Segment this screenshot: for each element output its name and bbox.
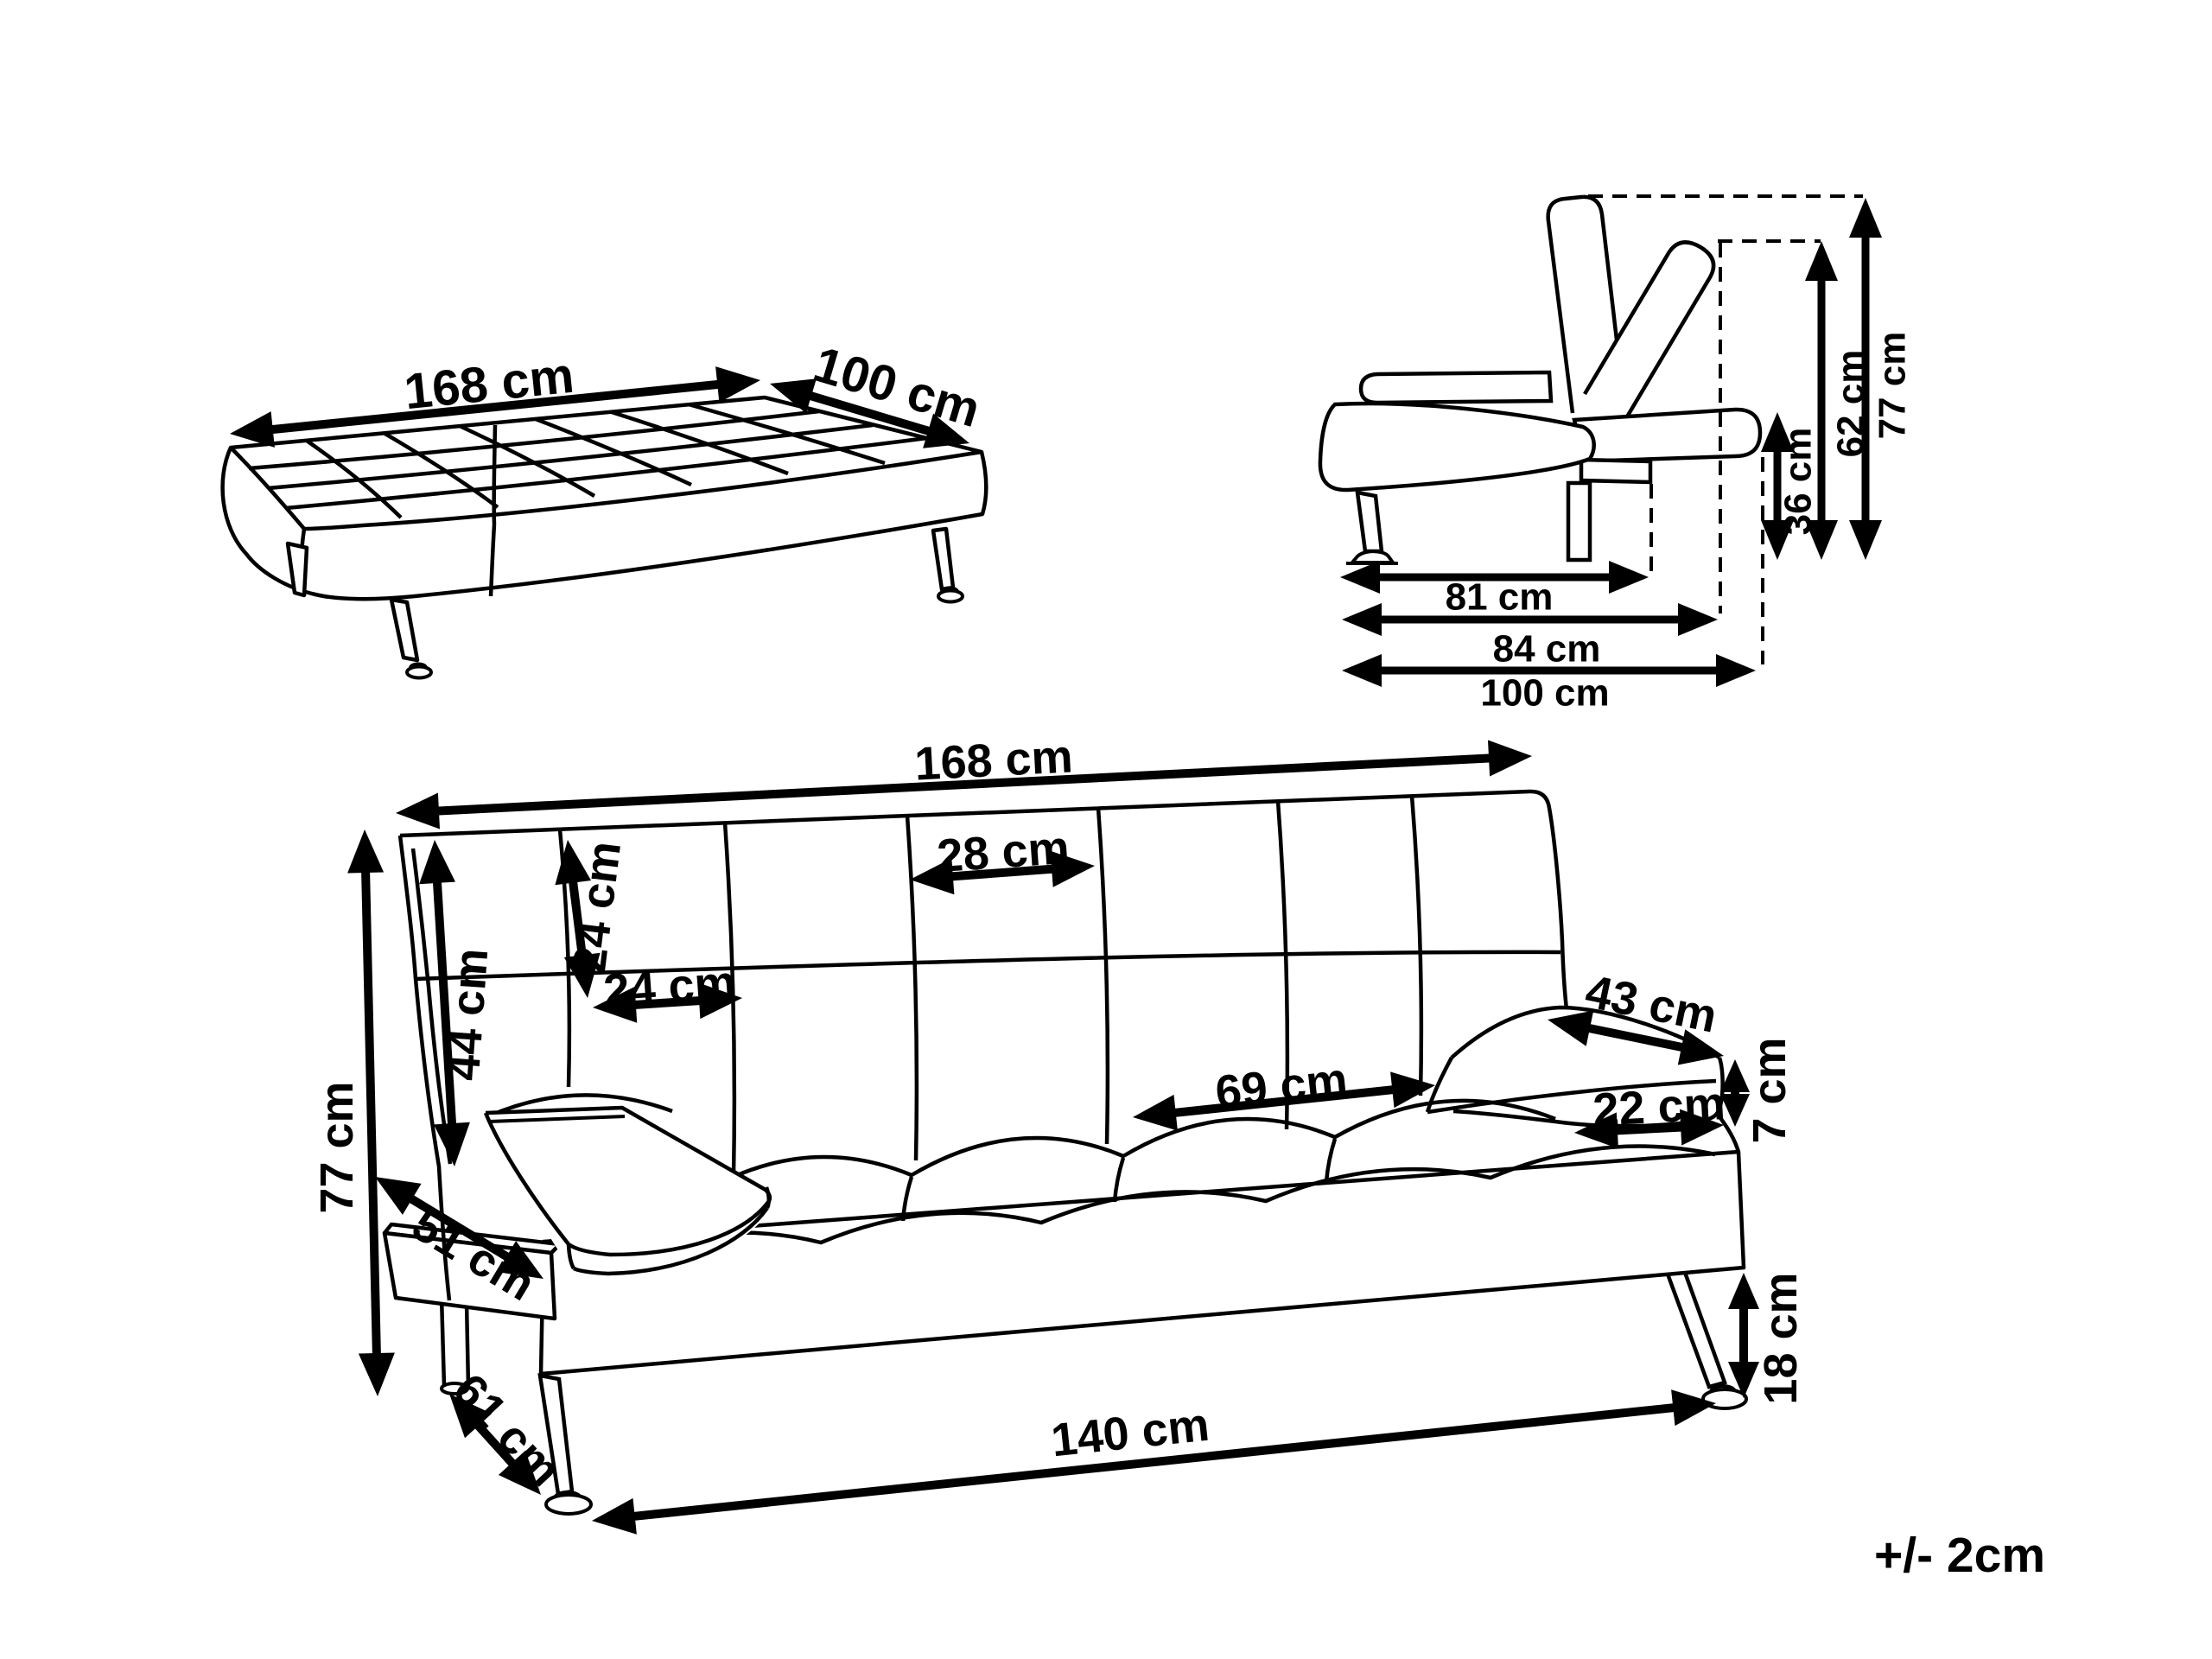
svg-text:7 cm: 7 cm	[1744, 1037, 1796, 1143]
svg-text:81 cm: 81 cm	[1446, 576, 1554, 619]
svg-text:44 cm: 44 cm	[437, 947, 499, 1083]
svg-text:24 cm: 24 cm	[602, 957, 738, 1018]
svg-text:18 cm: 18 cm	[1755, 1272, 1807, 1404]
svg-text:100 cm: 100 cm	[1480, 672, 1609, 715]
svg-text:62 cm: 62 cm	[1830, 350, 1872, 458]
svg-text:77 cm: 77 cm	[311, 1081, 363, 1213]
svg-text:22 cm: 22 cm	[1592, 1077, 1726, 1136]
svg-text:+/- 2cm: +/- 2cm	[1874, 1528, 2045, 1583]
svg-text:28 cm: 28 cm	[936, 822, 1071, 883]
svg-text:84 cm: 84 cm	[1493, 628, 1601, 671]
svg-text:168 cm: 168 cm	[913, 730, 1074, 790]
svg-text:77 cm: 77 cm	[1872, 332, 1914, 440]
svg-text:36 cm: 36 cm	[1777, 428, 1820, 536]
